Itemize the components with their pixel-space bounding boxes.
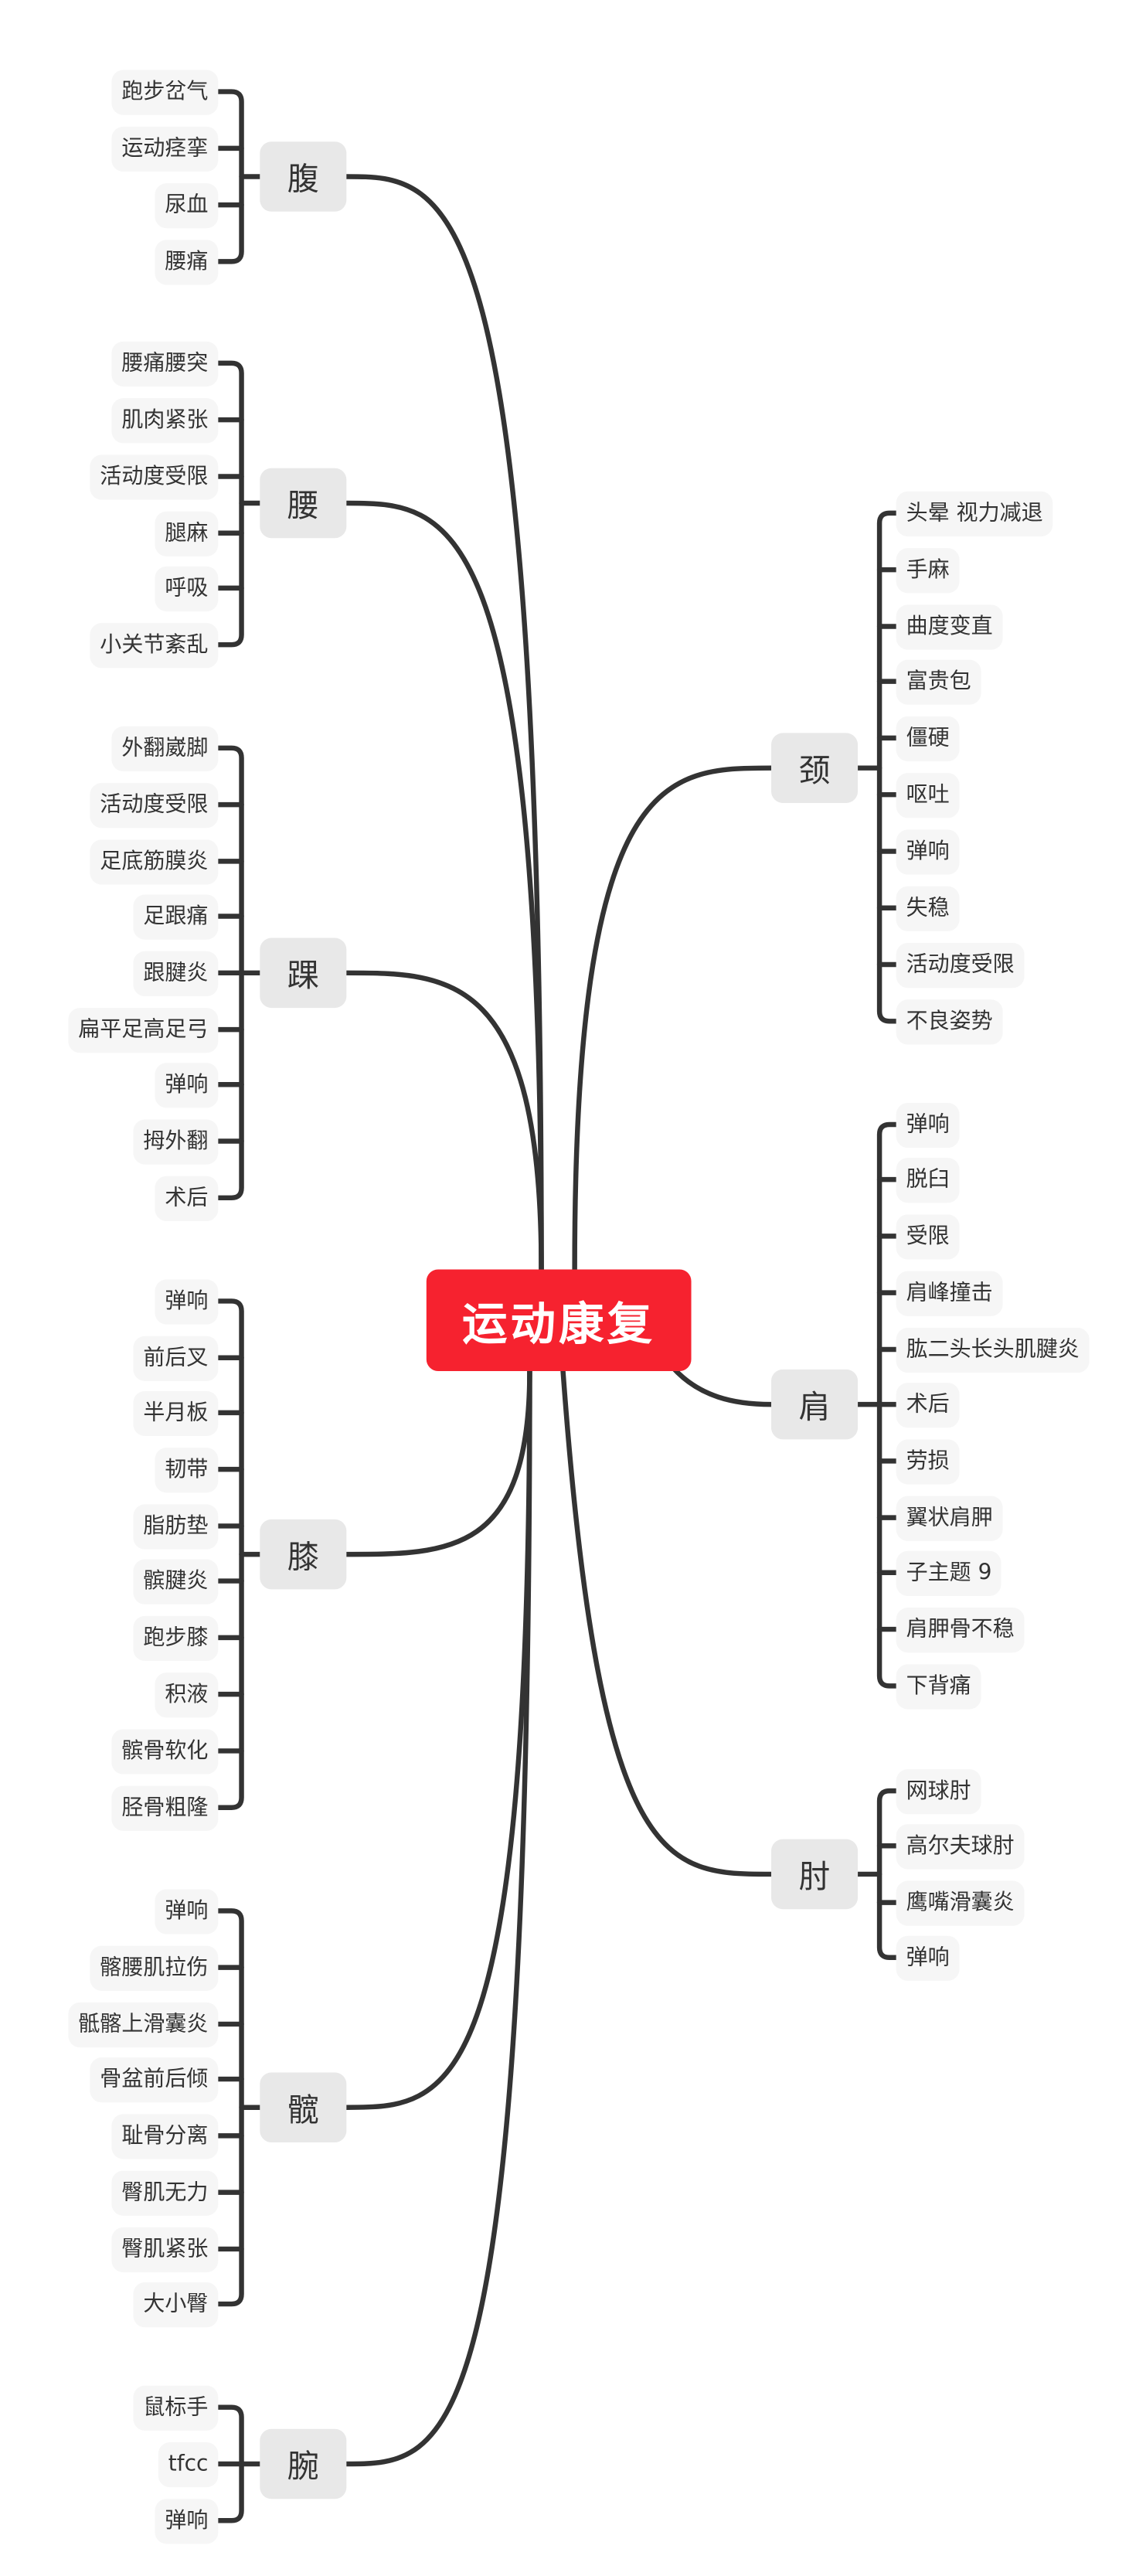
subtopic[interactable]: 臀肌紧张 <box>111 2226 219 2272</box>
subtopic[interactable]: 外翻崴脚 <box>111 725 219 771</box>
subtopic[interactable]: 耻骨分离 <box>111 2113 219 2159</box>
subtopic[interactable]: 胫骨粗隆 <box>111 1785 219 1830</box>
subtopic[interactable]: 呼吸 <box>155 565 219 611</box>
subtopic[interactable]: 活动度受限 <box>90 454 219 499</box>
subtopic[interactable]: 跑步膝 <box>133 1615 219 1660</box>
subtopic[interactable]: 腿麻 <box>155 510 219 556</box>
subtopic[interactable]: 肩胛骨不稳 <box>896 1606 1025 1652</box>
subtopic[interactable]: 呕吐 <box>896 772 960 818</box>
main-topic-6[interactable]: 颈 <box>770 733 859 803</box>
main-topic-8[interactable]: 肘 <box>770 1839 859 1910</box>
subtopic[interactable]: 下背痛 <box>896 1663 981 1709</box>
subtopic[interactable]: 活动度受限 <box>90 782 219 828</box>
subtopic[interactable]: 劳损 <box>896 1438 960 1484</box>
subtopic[interactable]: 前后叉 <box>133 1335 219 1380</box>
subtopic[interactable]: 骨盆前后倾 <box>90 2056 219 2102</box>
root-connector-0 <box>344 174 544 1272</box>
subtopic[interactable]: 活动度受限 <box>896 941 1025 988</box>
bracket-8 <box>876 1788 899 1960</box>
main-topic-1[interactable]: 腰 <box>260 468 347 539</box>
subtopic[interactable]: 臀肌无力 <box>111 2169 219 2215</box>
subtopic[interactable]: 弹响 <box>896 1101 960 1148</box>
subtopic[interactable]: 弹响 <box>896 829 960 874</box>
subtopic[interactable]: 弹响 <box>155 1888 219 1934</box>
subtopic[interactable]: 鼠标手 <box>133 2384 219 2430</box>
root-connector-3 <box>344 1368 532 1557</box>
main-topic-4[interactable]: 髋 <box>260 2072 347 2142</box>
subtopic[interactable]: 髌腱炎 <box>133 1558 219 1604</box>
subtopic[interactable]: 受限 <box>896 1213 960 1259</box>
root-connector-2 <box>344 970 544 1272</box>
bracket-1 <box>216 360 244 648</box>
subtopic[interactable]: 骶髂上滑囊炎 <box>68 2001 219 2047</box>
subtopic[interactable]: 大小臀 <box>133 2281 219 2327</box>
root-topic[interactable]: 运动康复 <box>426 1269 692 1371</box>
subtopic[interactable]: 腰痛腰突 <box>111 340 219 386</box>
subtopic[interactable]: 腰痛 <box>155 239 219 284</box>
subtopic[interactable]: 肱二头长头肌腱炎 <box>896 1326 1090 1373</box>
subtopic[interactable]: 鹰嘴滑囊炎 <box>896 1880 1025 1925</box>
root-connector-5 <box>344 1368 532 2467</box>
subtopic[interactable]: 僵硬 <box>896 715 960 761</box>
subtopic[interactable]: 手麻 <box>896 547 960 593</box>
subtopic[interactable]: 弹响 <box>155 1278 219 1324</box>
root-connector-8 <box>560 1368 774 1877</box>
bracket-0 <box>216 89 244 264</box>
subtopic[interactable]: 跑步岔气 <box>111 69 219 114</box>
subtopic[interactable]: 不良姿势 <box>896 999 1003 1044</box>
subtopic[interactable]: 积液 <box>155 1672 219 1717</box>
subtopic[interactable]: 运动痉挛 <box>111 125 219 171</box>
subtopic[interactable]: 扁平足高足弓 <box>68 1006 219 1053</box>
main-topic-3[interactable]: 膝 <box>260 1519 347 1590</box>
subtopic[interactable]: 跟腱炎 <box>133 950 219 995</box>
subtopic[interactable]: 髌骨软化 <box>111 1728 219 1774</box>
root-connector-6 <box>572 765 774 1272</box>
subtopic[interactable]: 足跟痛 <box>133 893 219 939</box>
subtopic[interactable]: 肌肉紧张 <box>111 397 219 443</box>
subtopic[interactable]: tfcc <box>158 2441 219 2487</box>
root-connector-4 <box>344 1368 532 2110</box>
main-topic-2[interactable]: 踝 <box>260 938 347 1009</box>
subtopic[interactable]: 翼状肩胛 <box>896 1495 1003 1540</box>
subtopic[interactable]: 网球肘 <box>896 1768 981 1814</box>
subtopic[interactable]: 髂腰肌拉伤 <box>90 1945 219 1990</box>
main-topic-0[interactable]: 腹 <box>260 141 347 212</box>
subtopic[interactable]: 头晕 视力减退 <box>896 490 1053 536</box>
subtopic[interactable]: 术后 <box>155 1175 219 1220</box>
main-topic-7[interactable]: 肩 <box>770 1369 859 1440</box>
subtopic[interactable]: 富贵包 <box>896 658 981 704</box>
bracket-3 <box>216 1298 244 1810</box>
main-topic-5[interactable]: 腕 <box>260 2428 347 2499</box>
subtopic[interactable]: 失稳 <box>896 885 960 931</box>
subtopic[interactable]: 肩峰撞击 <box>896 1270 1003 1315</box>
subtopic[interactable]: 子主题 9 <box>896 1550 1002 1595</box>
subtopic[interactable]: 弹响 <box>155 2498 219 2544</box>
subtopic[interactable]: 术后 <box>896 1381 960 1428</box>
subtopic[interactable]: 曲度变直 <box>896 604 1003 649</box>
root-connector-7 <box>672 1366 774 1407</box>
subtopic[interactable]: 足底筋膜炎 <box>90 839 219 884</box>
bracket-6 <box>876 510 899 1024</box>
subtopic[interactable]: 韧带 <box>155 1447 219 1492</box>
subtopic[interactable]: 脱臼 <box>896 1156 960 1203</box>
subtopic[interactable]: 小关节紊乱 <box>90 622 219 668</box>
subtopic[interactable]: 弹响 <box>155 1062 219 1108</box>
subtopic[interactable]: 高尔夫球肘 <box>896 1823 1025 1869</box>
subtopic[interactable]: 半月板 <box>133 1390 219 1435</box>
subtopic[interactable]: 拇外翻 <box>133 1118 219 1164</box>
root-connector-1 <box>344 500 544 1272</box>
subtopic[interactable]: 脂肪垫 <box>133 1503 219 1549</box>
subtopic[interactable]: 尿血 <box>155 182 219 228</box>
subtopic[interactable]: 弹响 <box>896 1935 960 1980</box>
